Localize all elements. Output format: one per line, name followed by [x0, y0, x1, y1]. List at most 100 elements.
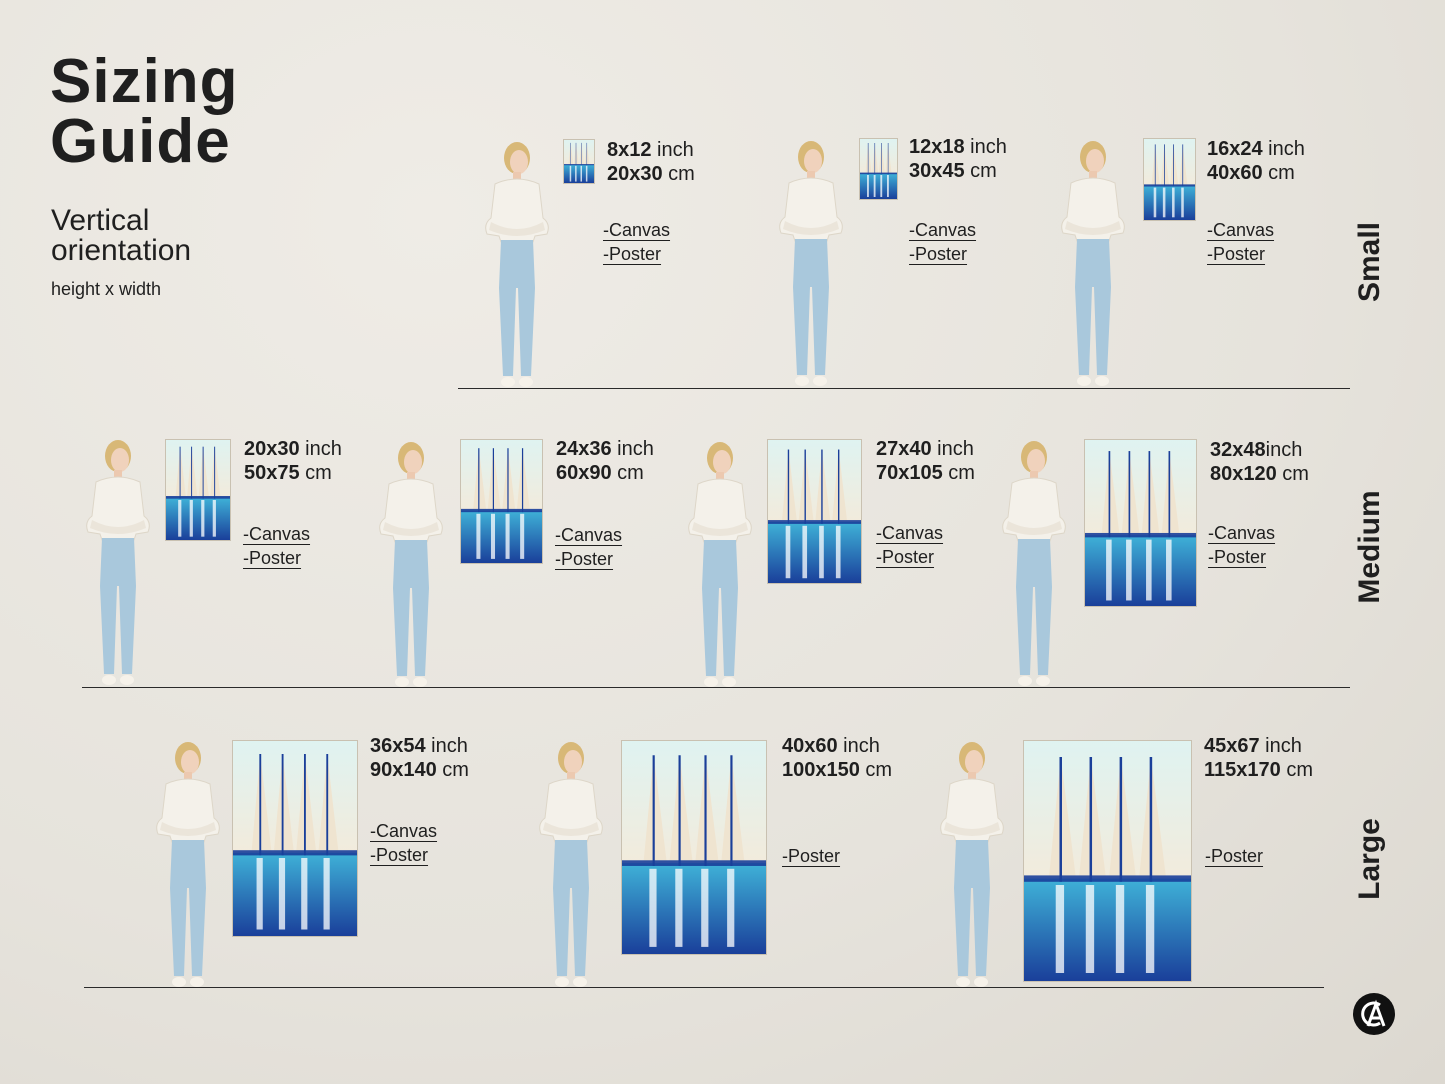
size-inch-unit: inch	[837, 735, 880, 757]
size-cm-value: 115x170	[1204, 759, 1281, 781]
ground-line-small	[458, 388, 1350, 389]
canvas-option-link[interactable]: -Canvas	[1208, 523, 1276, 543]
poster-option-link[interactable]: -Poster	[1207, 244, 1266, 264]
sailboat-painting	[859, 138, 898, 200]
size-inch: 27x40 inch	[876, 437, 975, 461]
canvas-option-link[interactable]: -Canvas	[370, 821, 438, 841]
size-inch: 36x54 inch	[370, 734, 469, 758]
sailboat-painting	[1084, 439, 1197, 607]
size-inch-unit: inch	[1262, 138, 1305, 160]
size-inch: 12x18 inch	[909, 135, 1007, 159]
format-options: -Poster	[1205, 844, 1263, 868]
format-options: -Canvas -Poster	[1207, 218, 1274, 266]
format-options: -Canvas -Poster	[1208, 521, 1275, 569]
size-cm-unit: cm	[942, 462, 975, 484]
size-cm-unit: cm	[1262, 162, 1295, 184]
size-inch: 40x60 inch	[782, 734, 892, 758]
size-cm-unit: cm	[1276, 463, 1309, 485]
poster-option-link[interactable]: -Poster	[909, 244, 968, 264]
size-inch-unit: inch	[651, 139, 694, 161]
size-cm: 50x75 cm	[244, 461, 342, 485]
sailboat-painting	[563, 139, 595, 184]
canvas-option-link[interactable]: -Canvas	[876, 523, 944, 543]
poster-option-link[interactable]: -Poster	[876, 547, 935, 567]
size-inch-value: 27x40	[876, 438, 932, 460]
ground-line-medium	[82, 687, 1350, 688]
sailboat-painting	[165, 439, 231, 541]
person-figure	[78, 436, 158, 699]
person-figure	[371, 438, 451, 701]
person-figure	[771, 137, 851, 400]
poster-option-link[interactable]: -Poster	[1208, 547, 1267, 567]
format-options: -Canvas -Poster	[555, 523, 622, 571]
size-cm: 100x150 cm	[782, 758, 892, 782]
size-inch-value: 36x54	[370, 735, 426, 757]
poster-option-link[interactable]: -Poster	[603, 244, 662, 264]
size-inch-unit: inch	[611, 438, 654, 460]
size-cm-value: 70x105	[876, 462, 943, 484]
poster-option-link[interactable]: -Poster	[555, 549, 614, 569]
ground-line-large	[84, 987, 1324, 988]
canvas-option-link[interactable]: -Canvas	[909, 220, 977, 240]
format-options: -Canvas -Poster	[909, 218, 976, 266]
size-inch: 45x67 inch	[1204, 734, 1313, 758]
canvas-option-link[interactable]: -Canvas	[1207, 220, 1275, 240]
dimension-note: height x width	[51, 279, 162, 299]
size-inch-value: 12x18	[909, 136, 965, 158]
size-cm: 115x170 cm	[1204, 758, 1313, 782]
size-cm-unit: cm	[662, 163, 695, 185]
canvas-option-link[interactable]: -Canvas	[243, 524, 311, 544]
size-inch: 8x12 inch	[607, 138, 695, 162]
format-options: -Canvas -Poster	[876, 521, 943, 569]
size-cm-unit: cm	[611, 462, 644, 484]
size-inch: 20x30 inch	[244, 437, 342, 461]
size-inch: 32x48inch	[1210, 438, 1309, 462]
orientation-label: Vertical orientation	[51, 204, 192, 267]
size-inch-unit: inch	[1259, 735, 1302, 757]
size-cm-value: 60x90	[556, 462, 612, 484]
size-cm-unit: cm	[964, 160, 997, 182]
sailboat-painting	[1023, 740, 1192, 982]
size-inch-value: 8x12	[607, 139, 652, 161]
size-inch-unit: inch	[1265, 439, 1303, 461]
size-inch-unit: inch	[425, 735, 468, 757]
size-inch-value: 24x36	[556, 438, 612, 460]
size-inch: 16x24 inch	[1207, 137, 1305, 161]
person-figure	[531, 738, 611, 1001]
person-figure	[680, 438, 760, 701]
sailboat-painting	[621, 740, 767, 955]
size-inch-value: 20x30	[244, 438, 300, 460]
format-options: -Poster	[782, 844, 840, 868]
format-options: -Canvas -Poster	[243, 522, 310, 570]
poster-option-link[interactable]: -Poster	[370, 845, 429, 865]
size-cm-unit: cm	[436, 759, 469, 781]
size-cm: 90x140 cm	[370, 758, 469, 782]
size-cm-unit: cm	[859, 759, 893, 781]
sailboat-painting	[767, 439, 862, 584]
size-inch-value: 16x24	[1207, 138, 1263, 160]
sailboat-painting	[460, 439, 543, 564]
format-options: -Canvas -Poster	[603, 218, 670, 266]
size-cm-value: 100x150	[782, 759, 860, 781]
size-cm-value: 50x75	[244, 462, 300, 484]
format-options: -Canvas -Poster	[370, 819, 437, 867]
size-cm-value: 30x45	[909, 160, 965, 182]
poster-option-link[interactable]: -Poster	[243, 548, 302, 568]
poster-option-link[interactable]: -Poster	[1205, 846, 1264, 866]
canvas-option-link[interactable]: -Canvas	[603, 220, 671, 240]
canvas-option-link[interactable]: -Canvas	[555, 525, 623, 545]
size-inch-unit: inch	[931, 438, 974, 460]
size-cm: 20x30 cm	[607, 162, 695, 186]
size-inch: 24x36 inch	[556, 437, 654, 461]
tier-label-small: Small	[1353, 221, 1386, 303]
size-cm: 40x60 cm	[1207, 161, 1305, 185]
poster-option-link[interactable]: -Poster	[782, 846, 841, 866]
